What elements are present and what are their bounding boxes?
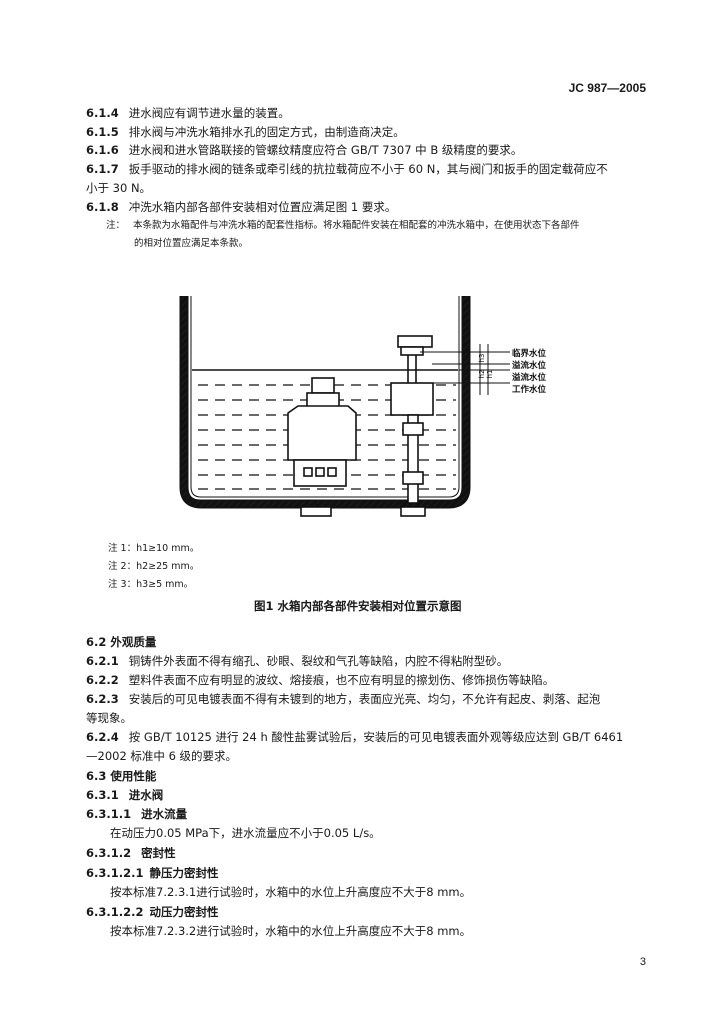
level-label-working: 工作水位 bbox=[512, 384, 547, 395]
tank-diagram: h3 h2 h1 临界水位 溢流水位 溢流水位 工作水位 bbox=[179, 296, 547, 517]
level-lines bbox=[420, 344, 510, 395]
document-id: JC 987—2005 bbox=[568, 81, 646, 95]
clause-number: 6.2.4 bbox=[86, 730, 119, 744]
section-6-2-heading: 6.2 外观质量 bbox=[86, 635, 157, 649]
clause-6-2-3: 6.2.3 安装后的可见电镀表面不得有未镀到的地方，表面应光亮、均匀，不允许有起皮… bbox=[86, 692, 600, 706]
clause-text: 塑料件表面不应有明显的波纹、熔接痕，也不应有明显的擦划伤、修饰损伤等缺陷。 bbox=[128, 673, 555, 687]
section-6-3-heading: 6.3 使用性能 bbox=[86, 769, 157, 783]
clause-number: 6.2.1 bbox=[86, 654, 119, 668]
clause-number: 6.1.6 bbox=[86, 143, 119, 157]
clause-text: 冲洗水箱内部各部件安装相对位置应满足图 1 要求。 bbox=[128, 200, 397, 214]
figure-note-1: 注 1：h1≥10 mm。 bbox=[108, 543, 200, 554]
note-text: 本条款为水箱配件与冲洗水箱的配套性指标。将水箱配件安装在相配套的冲洗水箱中，在使… bbox=[133, 220, 580, 231]
clause-number: 6.2.3 bbox=[86, 692, 119, 706]
clause-title: 进水流量 bbox=[141, 807, 188, 821]
paragraph-6-3-1-2-1: 按本标准7.2.3.1进行试验时，水箱中的水位上升高度应不大于8 mm。 bbox=[110, 885, 472, 899]
clause-number: 6.3.1.1 bbox=[86, 807, 132, 821]
clause-6-2-4: 6.2.4 按 GB/T 10125 进行 24 h 酸性盐雾试验后，安装后的可见… bbox=[86, 730, 623, 744]
clause-6-2-3-continued: 等现象。 bbox=[86, 711, 132, 725]
clause-number: 6.1.7 bbox=[86, 162, 119, 176]
clause-text: 按 GB/T 10125 进行 24 h 酸性盐雾试验后，安装后的可见电镀表面外… bbox=[128, 730, 624, 744]
section-6-3-1-1-heading: 6.3.1.1 进水流量 bbox=[86, 807, 187, 821]
dim-label-h2: h2 bbox=[478, 370, 486, 379]
figure-note-2: 注 2：h2≥25 mm。 bbox=[108, 561, 200, 572]
clause-title: 动压力密封性 bbox=[149, 905, 219, 919]
clause-number: 6.3.1.2.2 bbox=[86, 905, 144, 919]
clause-6-1-7-continued: 小于 30 N。 bbox=[86, 181, 152, 195]
clause-number: 6.2.2 bbox=[86, 673, 119, 687]
figure-caption: 图1 水箱内部各部件安装相对位置示意图 bbox=[254, 599, 462, 613]
clause-6-1-8: 6.1.8 冲洗水箱内部各部件安装相对位置应满足图 1 要求。 bbox=[86, 200, 396, 214]
dim-label-h3: h3 bbox=[478, 354, 486, 363]
clause-number: 6.1.4 bbox=[86, 106, 119, 120]
clause-text: 扳手驱动的排水阀的链条或牵引线的抗拉载荷应不小于 60 N，其与阀门和扳手的固定… bbox=[128, 162, 608, 176]
clause-text: 进水阀和进水管路联接的管螺纹精度应符合 GB/T 7307 中 B 级精度的要求… bbox=[128, 143, 523, 157]
clause-title: 静压力密封性 bbox=[149, 866, 219, 880]
section-6-3-1-2-heading: 6.3.1.2 密封性 bbox=[86, 846, 176, 860]
paragraph-6-3-1-2-2: 按本标准7.2.3.2进行试验时，水箱中的水位上升高度应不大于8 mm。 bbox=[110, 924, 472, 938]
figure-note-3: 注 3：h3≥5 mm。 bbox=[108, 579, 194, 590]
section-6-3-1-2-2-heading: 6.3.1.2.2 动压力密封性 bbox=[86, 905, 218, 919]
clause-6-1-5: 6.1.5 排水阀与冲洗水箱排水孔的固定方式，由制造商决定。 bbox=[86, 125, 405, 139]
paragraph-6-3-1-1: 在动压力0.05 MPa下，进水流量应不小于0.05 L/s。 bbox=[110, 826, 381, 840]
clause-number: 6.3.1.2.1 bbox=[86, 866, 144, 880]
clause-text: 铜铸件外表面不得有缩孔、砂眼、裂纹和气孔等缺陷，内腔不得粘附型砂。 bbox=[128, 654, 509, 668]
clause-6-2-2: 6.2.2 塑料件表面不应有明显的波纹、熔接痕，也不应有明显的擦划伤、修饰损伤等缺… bbox=[86, 673, 554, 687]
section-6-3-1-2-1-heading: 6.3.1.2.1 静压力密封性 bbox=[86, 866, 218, 880]
note-continued: 的相对位置应满足本条款。 bbox=[134, 238, 249, 249]
drain-valve bbox=[287, 377, 357, 517]
level-label-critical: 临界水位 bbox=[512, 348, 547, 359]
clause-6-1-6: 6.1.6 进水阀和进水管路联接的管螺纹精度应符合 GB/T 7307 中 B 级… bbox=[86, 143, 522, 157]
inlet-valve bbox=[390, 335, 434, 517]
clause-number: 6.1.5 bbox=[86, 125, 119, 139]
clause-6-2-4-continued: —2002 标准中 6 级的要求。 bbox=[86, 749, 238, 763]
clause-text: 进水阀应有调节进水量的装置。 bbox=[128, 106, 290, 120]
clause-6-1-7: 6.1.7 扳手驱动的排水阀的链条或牵引线的抗拉载荷应不小于 60 N，其与阀门和… bbox=[86, 162, 608, 176]
page-number: 3 bbox=[639, 956, 646, 968]
level-label-overflow-2: 溢流水位 bbox=[512, 372, 547, 383]
dim-label-h1: h1 bbox=[486, 370, 494, 379]
section-6-3-1-heading: 6.3.1 进水阀 bbox=[86, 788, 163, 802]
clause-number: 6.3.1.2 bbox=[86, 846, 132, 860]
clause-text: 安装后的可见电镀表面不得有未镀到的地方，表面应光亮、均匀，不允许有起皮、剥落、起… bbox=[128, 692, 601, 706]
clause-6-2-1: 6.2.1 铜铸件外表面不得有缩孔、砂眼、裂纹和气孔等缺陷，内腔不得粘附型砂。 bbox=[86, 654, 508, 668]
clause-number: 6.3.1 bbox=[86, 788, 119, 802]
clause-title: 进水阀 bbox=[128, 788, 164, 802]
clause-number: 6.1.8 bbox=[86, 200, 119, 214]
clause-6-1-4: 6.1.4 进水阀应有调节进水量的装置。 bbox=[86, 106, 290, 120]
note: 注： 本条款为水箱配件与冲洗水箱的配套性指标。将水箱配件安装在相配套的冲洗水箱中，… bbox=[106, 220, 580, 232]
level-label-overflow-1: 溢流水位 bbox=[512, 360, 547, 371]
clause-title: 密封性 bbox=[141, 846, 176, 860]
clause-text: 排水阀与冲洗水箱排水孔的固定方式，由制造商决定。 bbox=[128, 125, 405, 139]
note-label: 注： bbox=[106, 220, 126, 231]
